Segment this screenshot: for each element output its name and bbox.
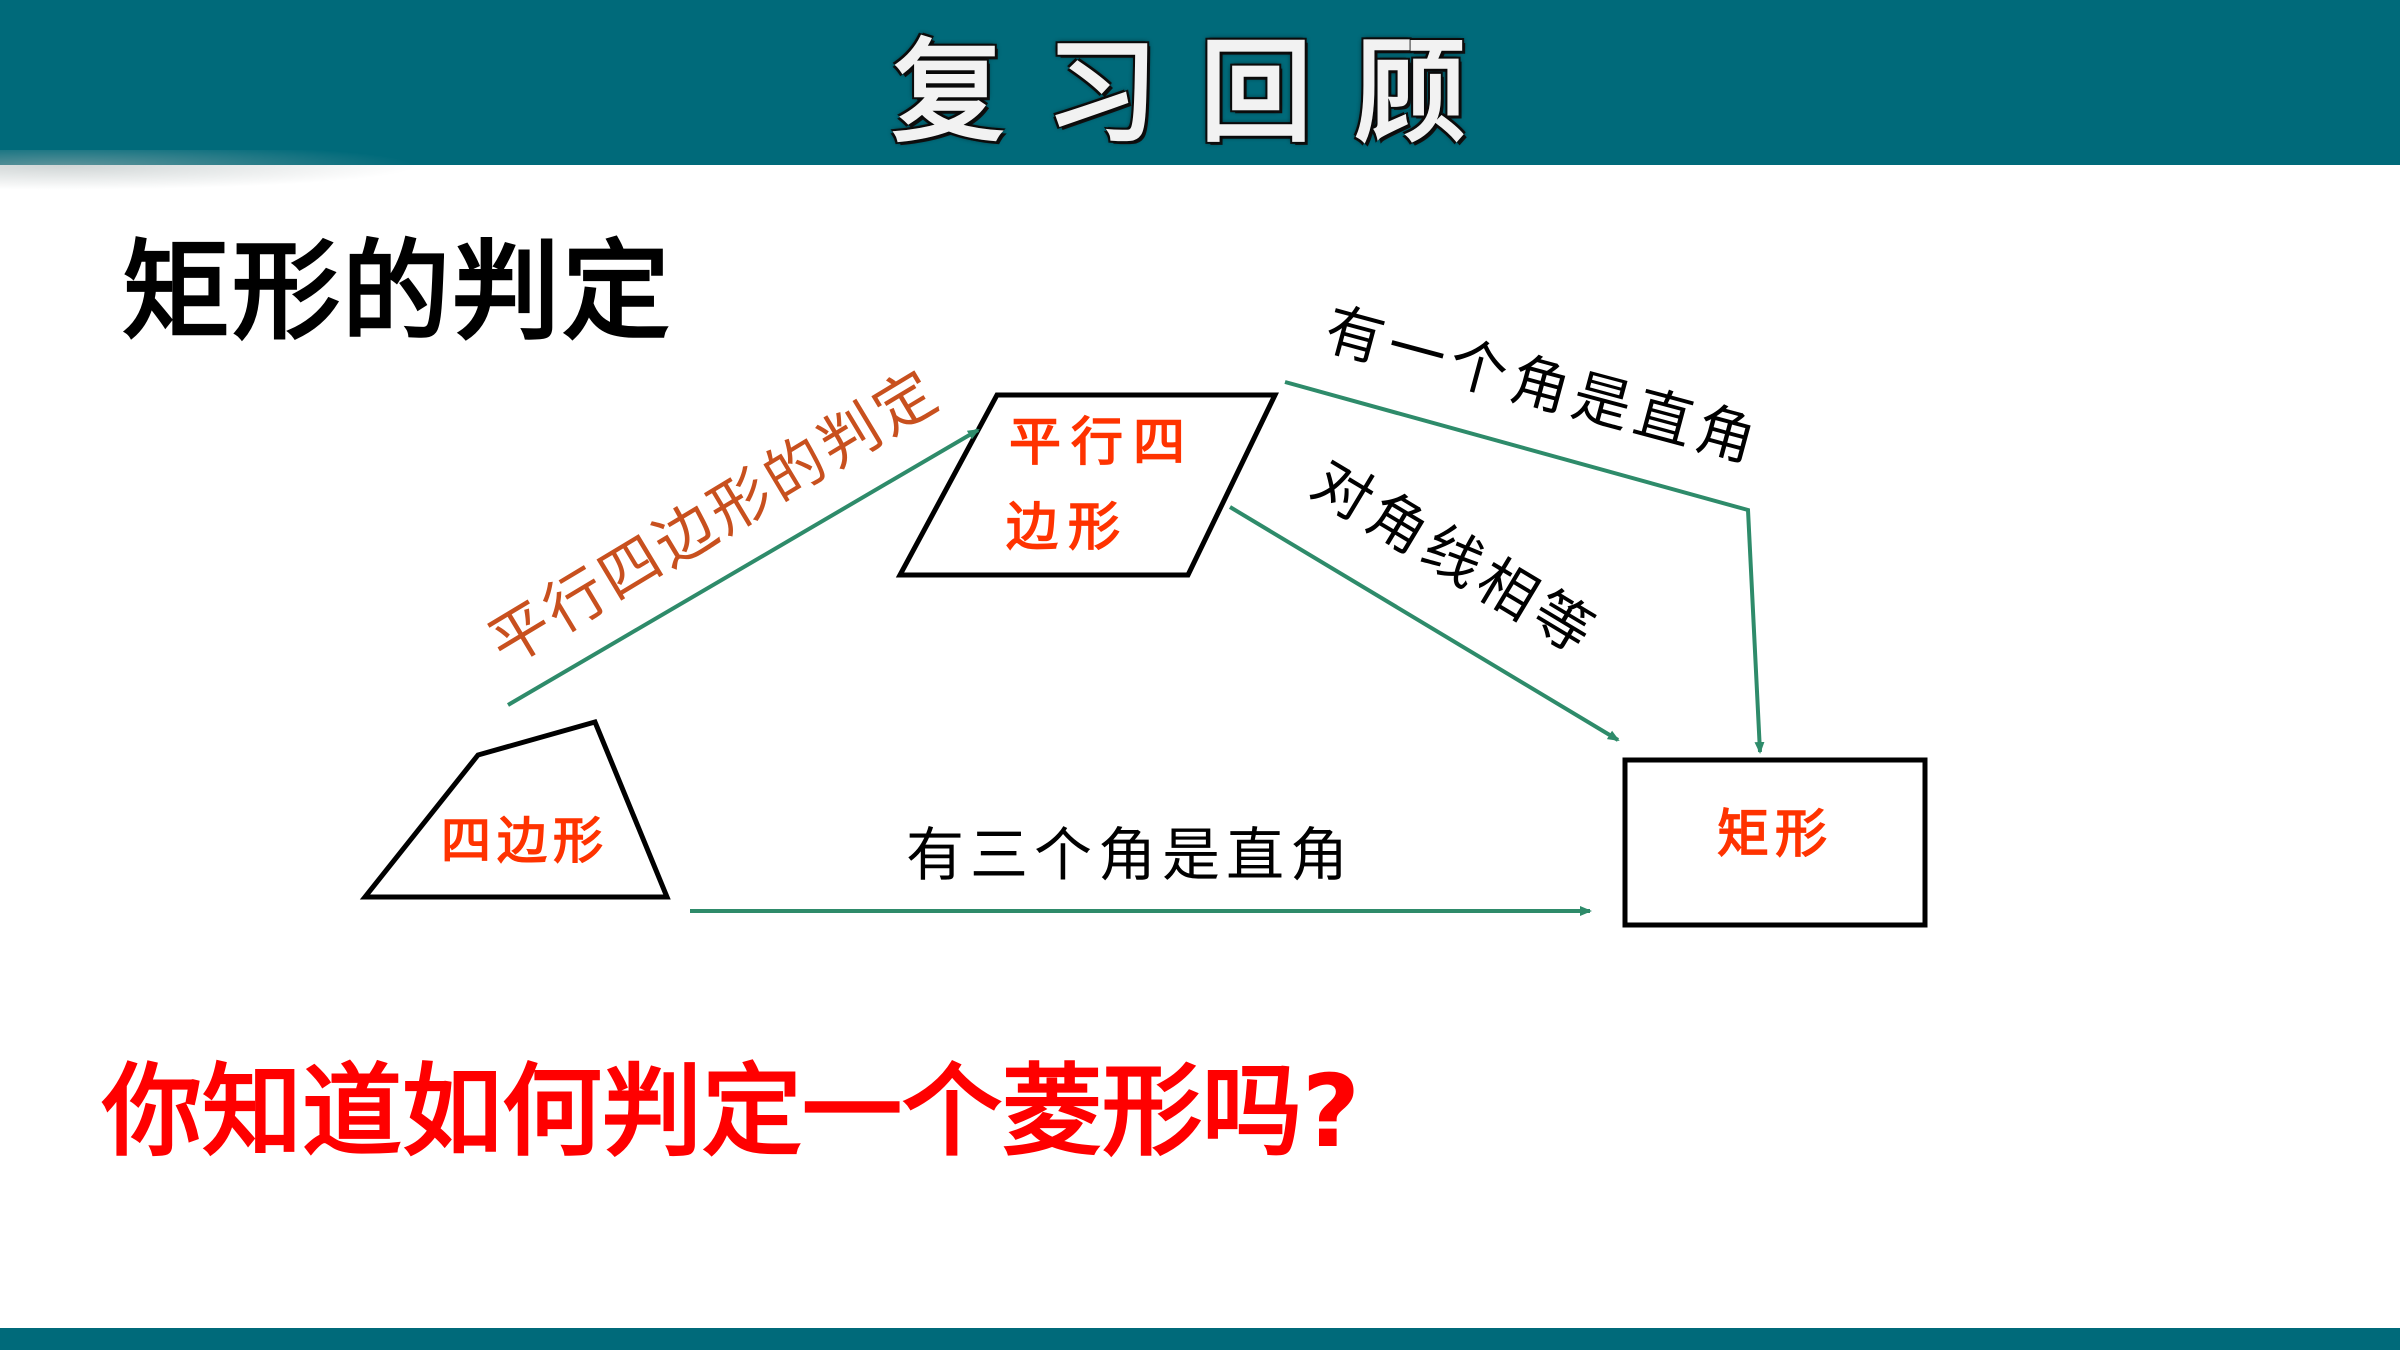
section-subtitle: 矩形的判定 [122,230,673,355]
quadrilateral-label: 四边形 [441,811,609,870]
page-title: 复习回顾 [892,26,1508,158]
parallelogram-label-line2: 边形 [1006,497,1130,558]
condition-one-right-angle: 有一个角是直角 [1318,295,1768,477]
condition-parallelogram-criteria: 平行四边形的判定 [477,356,952,680]
question-text: 你知道如何判定一个菱形吗? [102,1053,1361,1170]
rectangle-shape [1622,757,1928,928]
arrow-equal-diagonals [1228,505,1620,742]
condition-equal-diagonals: 对角线相等 [1301,446,1610,669]
arrow-quad-to-parallelogram [506,428,980,707]
parallelogram-label-line1: 平行四 [1009,412,1195,473]
arrow-one-right-angle [1284,380,1765,754]
rectangle-label: 矩形 [1717,804,1833,865]
condition-three-right-angles: 有三个角是直角 [906,821,1354,889]
quadrilateral-shape [359,718,671,900]
footer-bar [0,1328,2400,1350]
header-bar [0,0,2400,165]
header-logo [0,150,420,190]
parallelogram-shape [895,392,1279,578]
